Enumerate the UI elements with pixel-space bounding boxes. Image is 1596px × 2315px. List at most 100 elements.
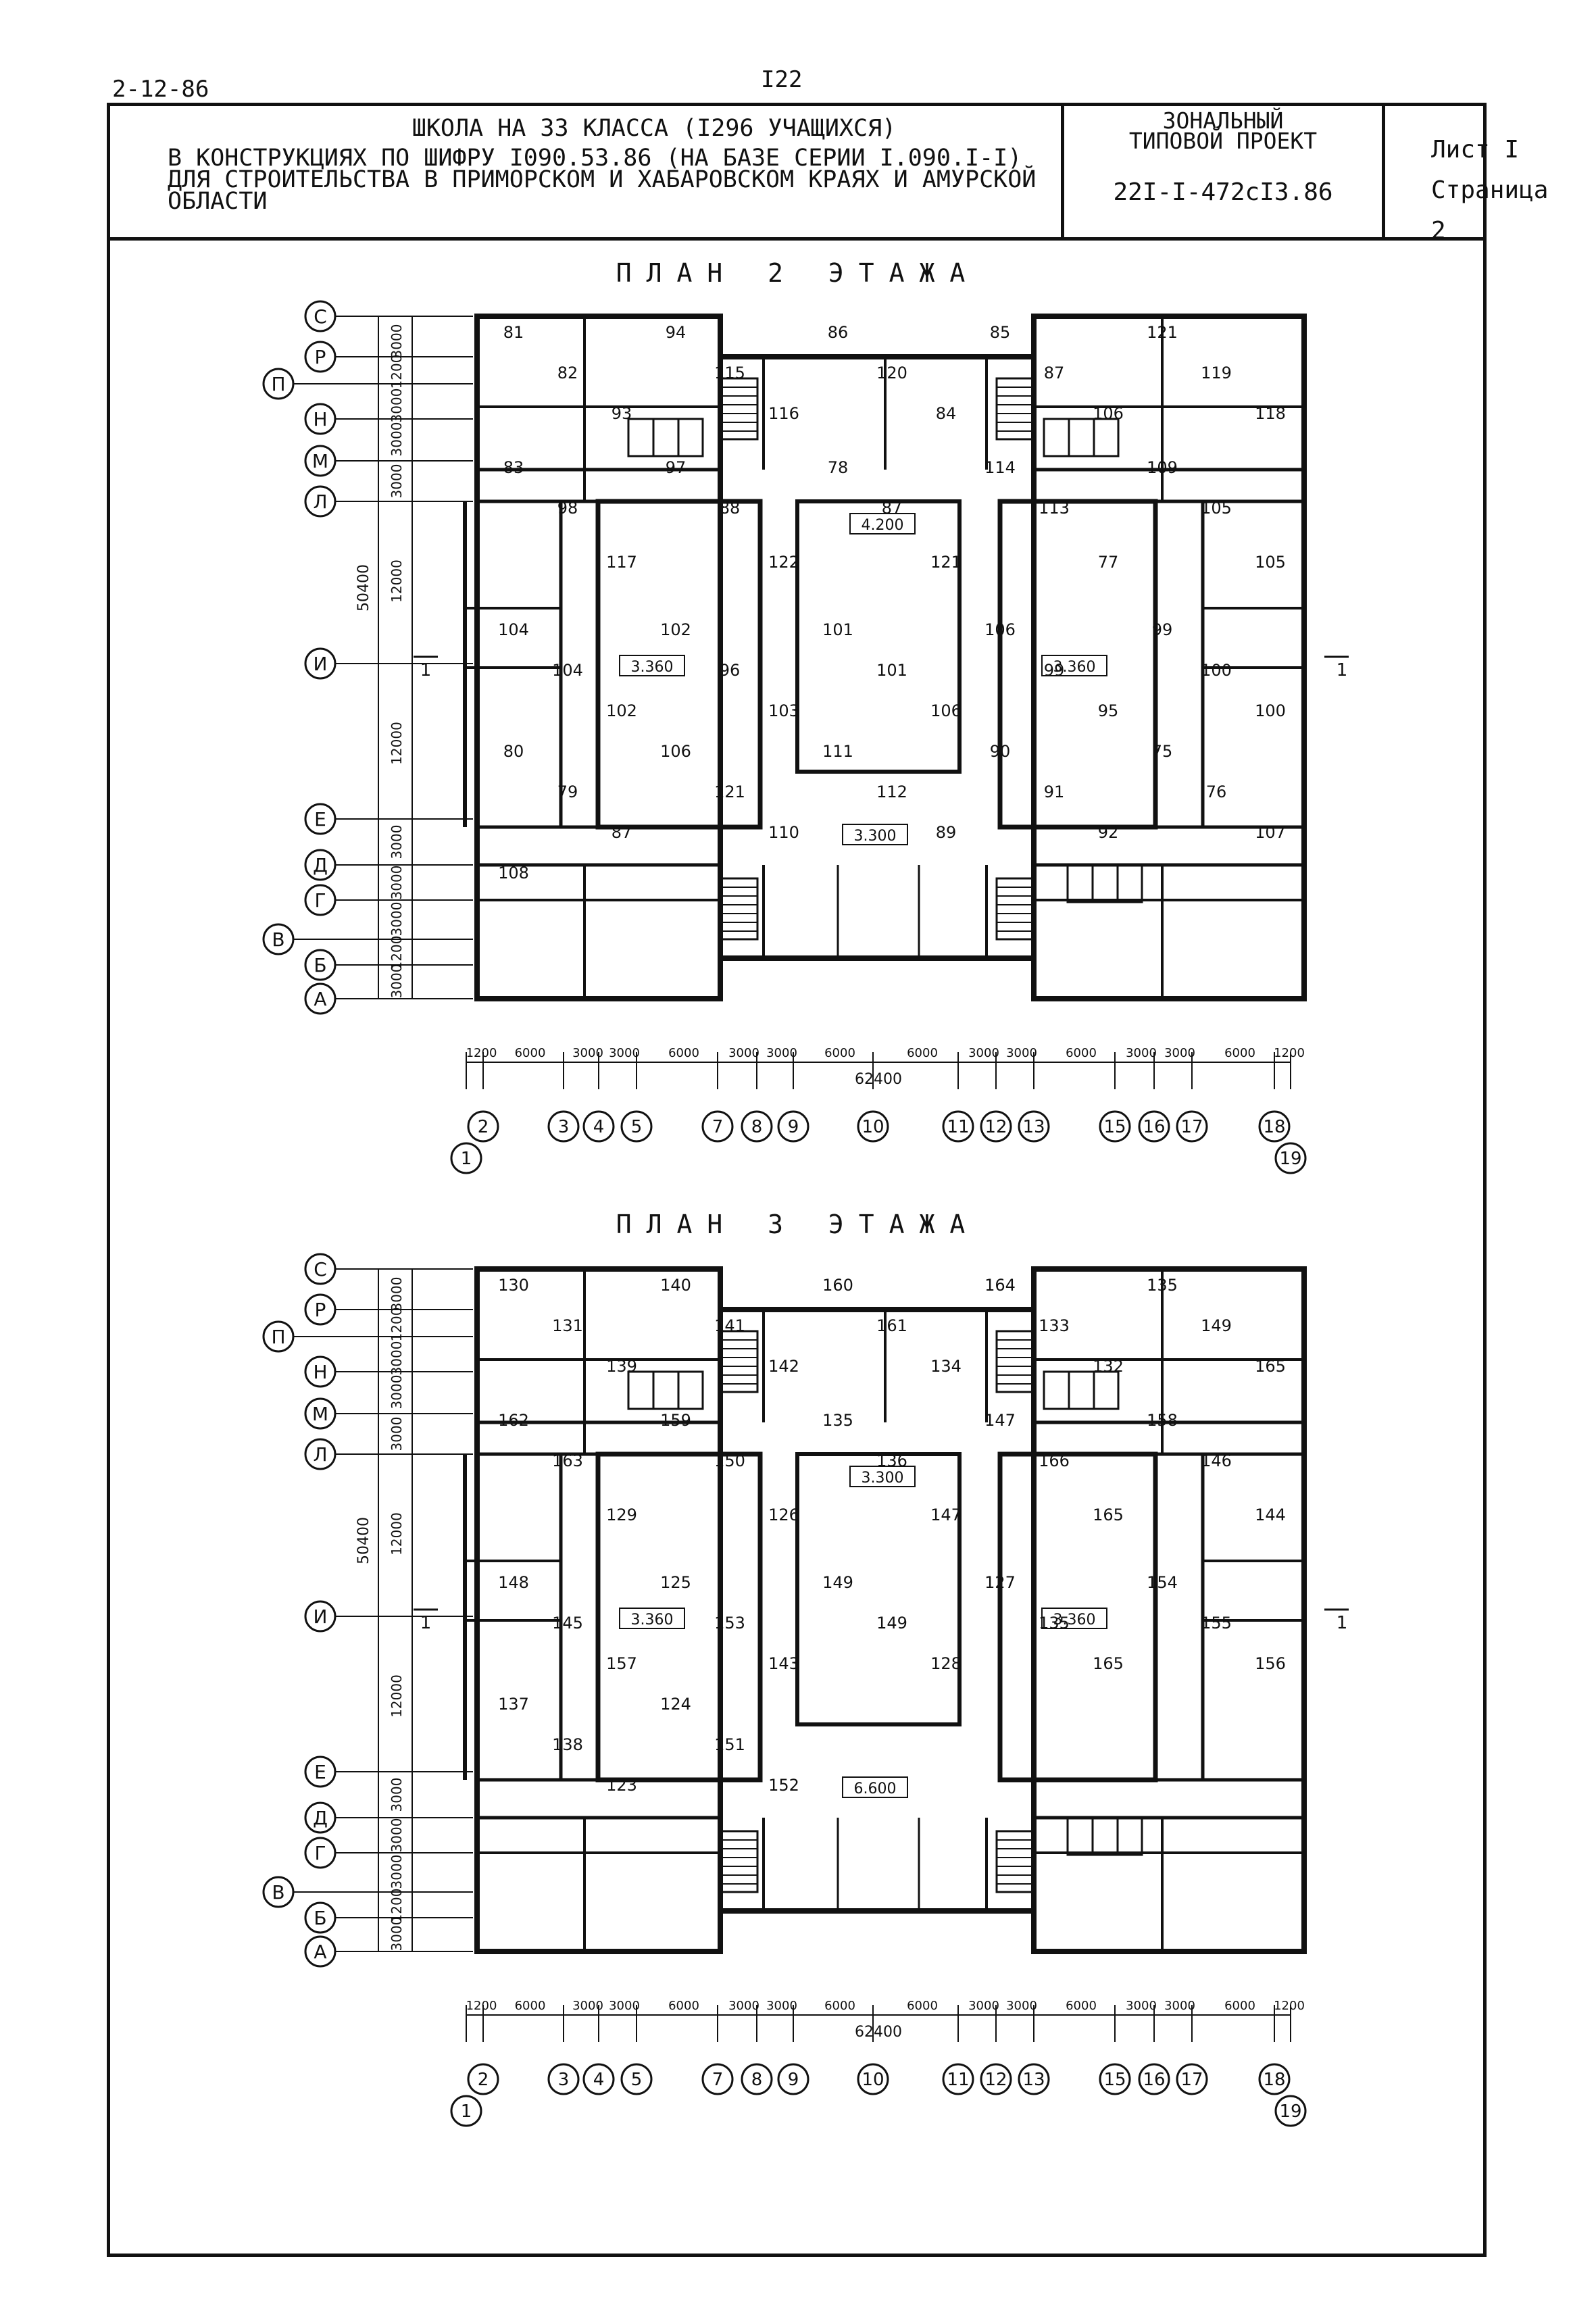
dim-value: 12000 [389, 1512, 405, 1555]
column-axis-marker: 1 [450, 1142, 482, 1174]
axis-bubble [450, 2095, 482, 2127]
column-axis-marker: 15 [1099, 2063, 1131, 2095]
dim-value: 3000 [766, 1046, 797, 1060]
project-type-line-2: ТИПОВОЙ ПРОЕКТ [1128, 128, 1318, 154]
row-axis-marker: М [304, 445, 473, 477]
stair-outline [719, 377, 759, 441]
axis-label-Б: Б [314, 1907, 326, 1929]
room-number: 111 [822, 742, 853, 761]
room-number: 142 [768, 1357, 799, 1376]
room-number: 104 [498, 620, 529, 639]
room-number: 81 [503, 323, 524, 342]
row-axis-marker: М [304, 1397, 473, 1430]
axis-bubble [467, 1110, 499, 1143]
room-number: 84 [936, 404, 957, 423]
dim-value: 3000 [389, 422, 405, 457]
row-axis-marker: Г [304, 1837, 473, 1869]
level-mark: 3.360 [631, 659, 674, 676]
section-mark: 1 [420, 1613, 432, 1633]
room-number: 137 [498, 1695, 529, 1714]
title-block: ШКОЛА НА 33 КЛАССА (I296 УЧАЩИХСЯ) В КОН… [107, 103, 1548, 245]
room-number: 155 [1201, 1614, 1232, 1633]
room-number: 101 [876, 661, 907, 680]
level-mark: 6.600 [854, 1781, 897, 1797]
axis-label-Р: Р [315, 346, 326, 368]
toilet-block [627, 1370, 704, 1410]
dim-value: 3000 [389, 1855, 405, 1889]
sheet-code: 2-12-86 [112, 76, 209, 103]
dim-value: 1200 [1274, 1046, 1305, 1060]
row-axis-marker: Р [304, 341, 473, 373]
column-axis-marker: 8 [741, 1110, 773, 1143]
column-axis-marker: 5 [620, 2063, 653, 2095]
axis-label-2: 2 [478, 2070, 489, 2090]
room-number: 159 [660, 1411, 691, 1430]
column-axis-marker: 18 [1258, 2063, 1291, 2095]
room-number: 87 [612, 823, 632, 842]
room-number: 101 [822, 620, 853, 639]
row-axis-marker: Н [304, 403, 473, 435]
room-number: 103 [768, 701, 799, 720]
room-number: 154 [1147, 1573, 1178, 1592]
axis-label-Г: Г [314, 1842, 326, 1864]
room-number: 106 [984, 620, 1016, 639]
column-axis-marker: 7 [701, 2063, 734, 2095]
row-axis-marker: В [262, 1876, 473, 1908]
axis-label-19: 19 [1279, 2101, 1301, 2122]
room-number: 99 [1152, 620, 1173, 639]
dim-total-width: 62400 [855, 2024, 902, 2041]
room-number: 113 [1039, 499, 1070, 518]
dim-value: 3000 [1126, 1999, 1157, 2013]
room-number: 118 [1255, 404, 1286, 423]
axis-bubble [741, 2063, 773, 2095]
axis-label-8: 8 [751, 1117, 763, 1137]
row-axis-marker: Н [304, 1355, 473, 1388]
dim-value: 1200 [389, 355, 405, 389]
room-number: 82 [557, 364, 578, 382]
center-block-wall [718, 1307, 1037, 1914]
room-number: 165 [1093, 1654, 1124, 1673]
axis-label-А: А [314, 988, 326, 1010]
title-line-4: ОБЛАСТИ [168, 188, 268, 215]
level-mark: 4.200 [862, 517, 904, 534]
room-number: 97 [666, 458, 687, 477]
column-axis-marker: 12 [980, 2063, 1012, 2095]
dim-value: 1200 [466, 1046, 497, 1060]
axis-bubble [1018, 1110, 1050, 1143]
row-axis-marker: Б [304, 1901, 473, 1934]
room-number: 125 [660, 1573, 691, 1592]
level-mark: 3.300 [854, 828, 897, 845]
room-number: 164 [984, 1276, 1016, 1295]
project-type: ЗОНАЛЬНЫЙ ТИПОВОЙ ПРОЕКТ [1064, 109, 1382, 154]
room-number: 165 [1255, 1357, 1286, 1376]
room-number: 160 [822, 1276, 853, 1295]
room-number: 100 [1255, 701, 1286, 720]
room-number: 83 [503, 458, 524, 477]
room-number: 89 [936, 823, 957, 842]
dim-value: 6000 [1066, 1999, 1097, 2013]
room-number: 86 [828, 323, 849, 342]
axis-bubble [741, 1110, 773, 1143]
column-axis-marker: 3 [547, 2063, 580, 2095]
dim-value: 12000 [389, 559, 405, 603]
central-hall [795, 499, 962, 774]
room-number: 135 [1147, 1276, 1178, 1295]
dim-value: 6000 [907, 1999, 938, 2013]
room-number: 80 [503, 742, 524, 761]
dim-value: 3000 [389, 464, 405, 499]
dim-value: 3000 [389, 866, 405, 900]
staircase [995, 1830, 1035, 1893]
room-number: 144 [1255, 1505, 1286, 1524]
row-axis-marker: С [304, 1253, 473, 1285]
axis-bubble [980, 2063, 1012, 2095]
project-type-cell: ЗОНАЛЬНЫЙ ТИПОВОЙ ПРОЕКТ 22I-I-472cI3.86 [1061, 103, 1385, 241]
room-number: 150 [714, 1451, 745, 1470]
room-number: 112 [876, 782, 907, 801]
row-axis-marker: П [262, 368, 473, 400]
room-number: 149 [822, 1573, 853, 1592]
column-axis-marker: 4 [582, 2063, 615, 2095]
axis-label-П: П [271, 373, 285, 395]
room-number: 138 [552, 1735, 583, 1754]
level-mark: 3.360 [1053, 659, 1096, 676]
axis-label-5: 5 [631, 2070, 643, 2090]
